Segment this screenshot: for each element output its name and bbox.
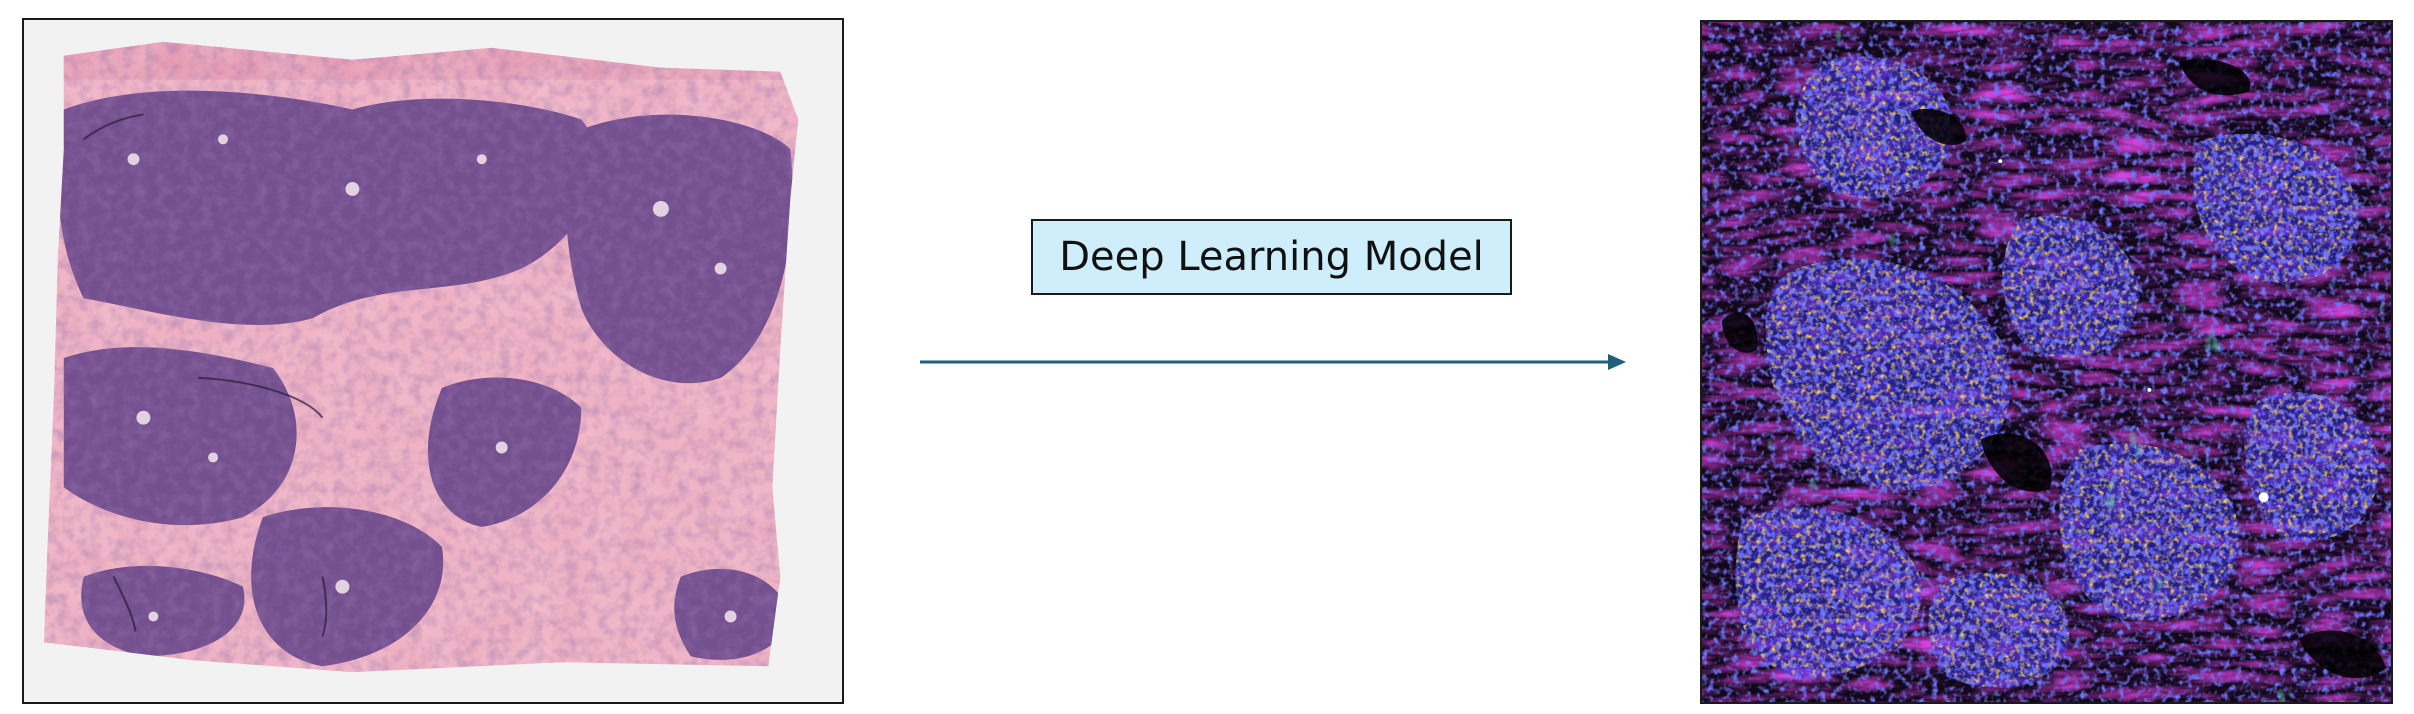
fluorescence-tissue-drawing [1702,22,2391,702]
arrow-right-icon [920,354,1626,370]
deep-learning-model-label: Deep Learning Model [1031,219,1512,295]
model-label-text: Deep Learning Model [1059,234,1484,280]
he-tissue-drawing [43,41,799,673]
he-slide-image [22,18,844,704]
multiplex-if-image [1700,20,2393,704]
transform-arrow [918,347,1628,377]
